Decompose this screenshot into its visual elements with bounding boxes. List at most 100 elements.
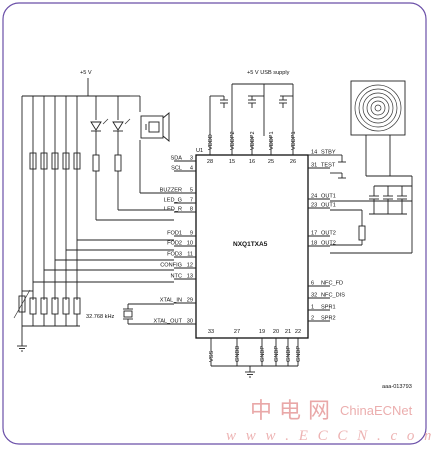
watermark-url: w w w . E C C N . c o m [226,428,431,444]
pin-name: TEST [321,163,336,169]
pin-name: XTAL_OUT [154,319,183,325]
pin-number: 4 [190,166,193,172]
pin-number: 7 [190,198,193,204]
ic-pin-left: LED_G 7 [164,198,196,204]
pin-number: 8 [190,207,193,213]
pin-number: 5 [190,188,193,194]
pullup-resistor-array [13,96,81,340]
ic-pin-right: 14 STBY [308,150,336,156]
pin-number: 33 [208,329,214,335]
pin-name: LED_R [164,207,182,213]
pin-name: OUT2 [321,241,336,247]
pin-number: 16 [249,159,255,165]
pin-name: OUT2 [321,231,336,237]
ic-pin-left: BUZZER 5 [160,188,196,194]
pin-number: 21 [285,329,291,335]
pin-number: 9 [190,231,193,237]
pin-name: VDDP2 [230,131,236,150]
pin-name: SPR2 [321,316,336,322]
pin-number: 10 [187,241,193,247]
pin-number: 30 [187,319,193,325]
ic-part-name: NXQ1TXA5 [233,241,268,248]
pin-name: OUT1 [321,194,336,200]
ic-pin-right: 18 OUT2 [308,241,336,247]
ic-pin-left: LED_R 8 [164,207,196,213]
ic-pin-left: NTC 13 [171,274,196,280]
output-resonant-network [330,154,413,254]
ic-pin-right: 32 NFC_DIS [308,293,345,299]
pin-number: 13 [187,274,193,280]
pin-number: 17 [311,231,317,237]
pin-number: 12 [187,263,193,269]
pin-name: VDDP2 [250,131,256,150]
pin-number: 2 [311,316,314,322]
pin-number: 27 [234,329,240,335]
ic-pin-right: 23 OUT1 [308,203,336,209]
pin-number: 18 [311,241,317,247]
pin-name: GNDP [286,346,292,362]
pin-name: FOD3 [167,252,182,258]
pin-name: OUT1 [321,203,336,209]
pin-number: 32 [311,293,317,299]
pin-name: STBY [321,150,336,156]
watermark-en: ChinaECNet [340,403,413,418]
pin-name: NTC [171,274,183,280]
pin-number: 19 [259,329,265,335]
ic-pin-right: 17 OUT2 [308,231,336,237]
ground-symbol-left [17,340,27,352]
pin-number: 26 [290,159,296,165]
pin-number: 6 [311,281,314,287]
pin-name: SDA [170,156,182,162]
pin-number: 25 [268,159,274,165]
pin-number: 24 [311,194,317,200]
ic-pin-top: VDDP2 15 [229,131,236,165]
pin-number: 20 [273,329,279,335]
crystal-oscillator [123,303,174,325]
pin-name: SCL [171,166,182,172]
buzzer-symbol [130,95,196,194]
pin-name: LED_G [164,198,182,204]
pin-name: FOD1 [167,231,182,237]
ic-pin-right: 24 OUT1 [308,194,336,200]
supply-label-5v: +5 V [80,70,92,76]
pin-name: NFC_DIS [321,293,345,299]
crystal-frequency-label: 32.768 kHz [86,314,114,320]
pin-number: 3 [190,156,193,162]
ic-ref-label: U1 [196,148,203,154]
pin-number: 29 [187,298,193,304]
pin-name: VDDD [208,134,214,150]
pin-number: 23 [311,203,317,209]
pin-number: 14 [311,150,317,156]
ground-symbol-bottom [210,338,298,378]
pin-name: SPR1 [321,305,336,311]
supply-label-usb: +5 V USB supply [247,70,290,76]
ic-pin-right: 2 SPR2 [308,316,336,322]
pin-name: XTAL_IN [160,298,182,304]
ic-pin-left: XTAL_IN 29 [160,298,196,304]
ic-pin-top: VDDP2 16 [249,131,256,165]
pin-name: BUZZER [160,188,182,194]
ic-pin-left: XTAL_OUT 30 [154,319,196,325]
pin-name: GNDP [296,346,302,362]
ic-body [195,154,309,339]
pin-number: 15 [229,159,235,165]
usb-supply-wiring [209,83,294,136]
ic-pin-left: FOD1 9 [167,231,196,237]
